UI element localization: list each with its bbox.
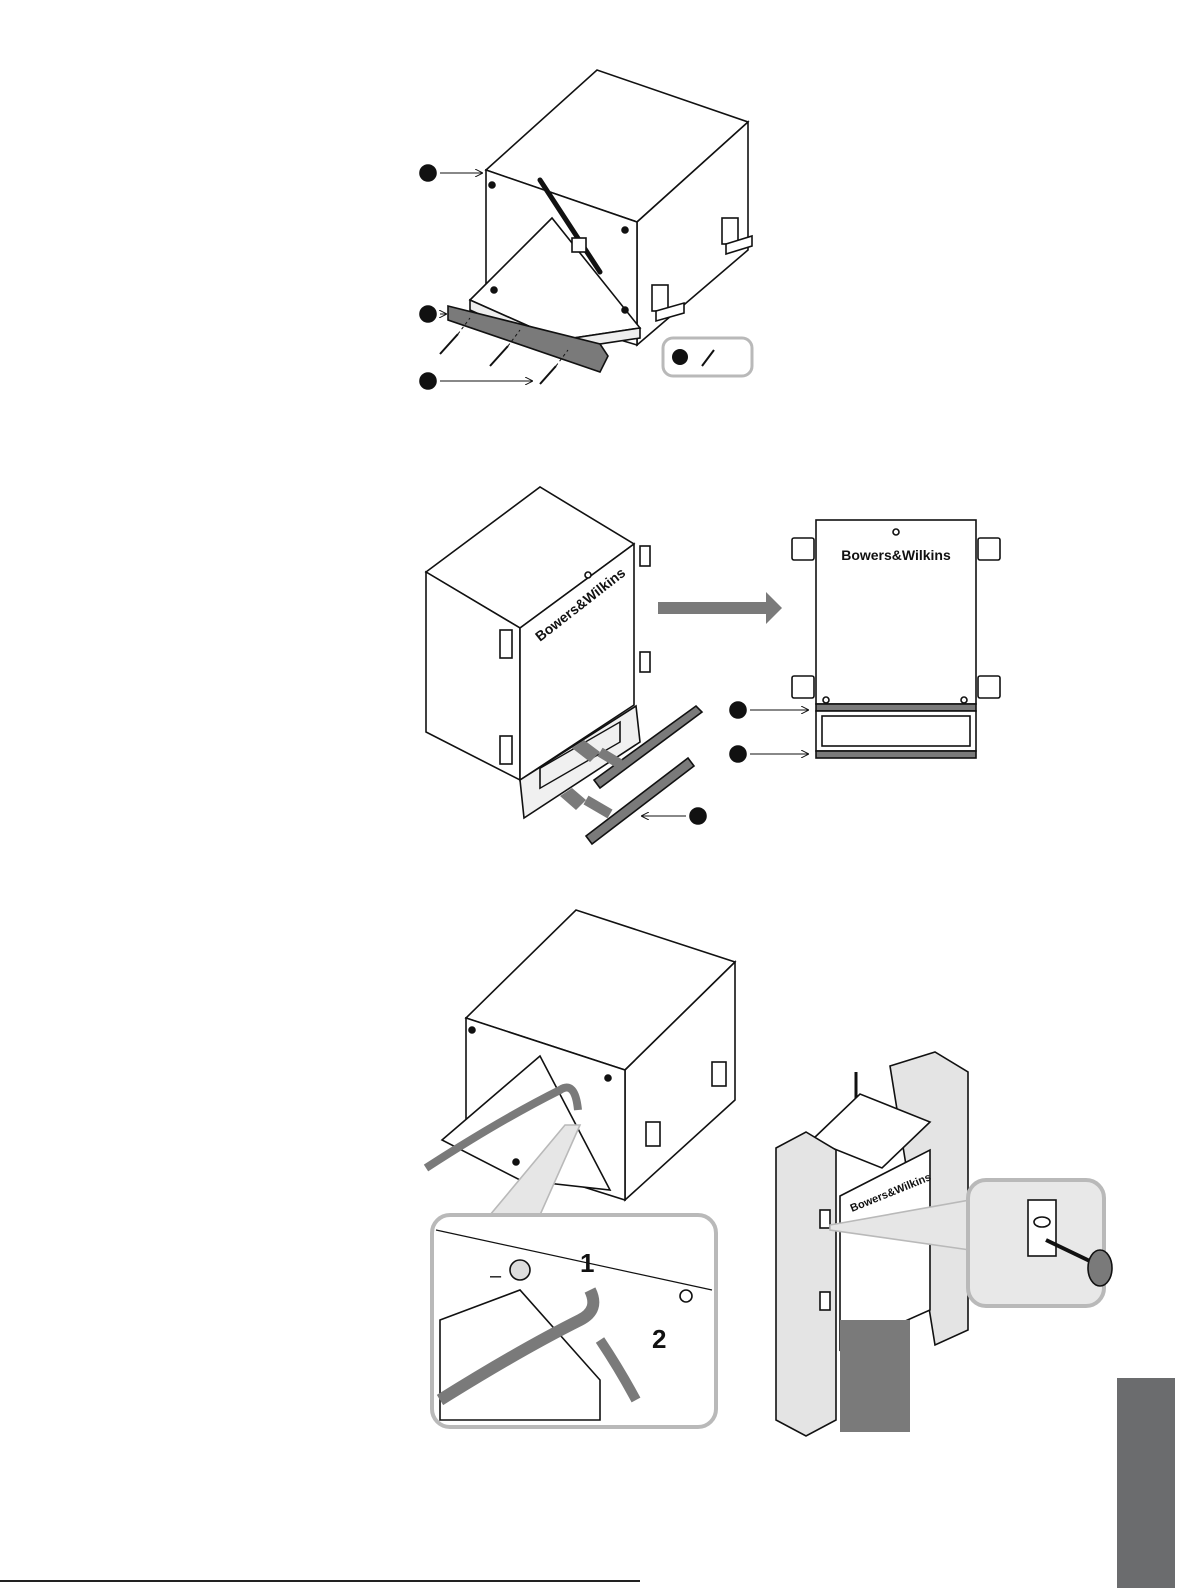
terminal-polarity-label: –	[490, 1265, 502, 1287]
rod-bracket	[572, 238, 586, 252]
figure-3-cable-connection: – 1 2 Bowers&Wilkins	[426, 910, 1112, 1436]
stud-left	[776, 1132, 836, 1436]
brand-logo-front: Bowers&Wilkins	[841, 547, 951, 563]
transition-arrow-shaft	[658, 602, 766, 614]
side-tab	[1117, 1378, 1175, 1588]
terminal-connector	[510, 1260, 530, 1280]
front-screw-right	[961, 697, 967, 703]
screwdriver-handle	[1088, 1250, 1112, 1286]
figure-2-trim-insertion: Bowers&Wilkins Bowers&Wilkins	[426, 487, 1000, 844]
screw-hole	[585, 572, 591, 578]
callout-marker-upper-trim	[730, 702, 746, 718]
callout-marker-strip	[690, 808, 706, 824]
mounted-grille	[840, 1320, 910, 1432]
stud-bracket-upper	[820, 1210, 830, 1228]
callout-marker-enclosure	[420, 165, 436, 181]
front-trim-frame	[816, 711, 976, 751]
detail-bracket	[1028, 1200, 1056, 1256]
callout-marker-trim	[420, 306, 436, 322]
transition-arrow-head	[766, 592, 782, 624]
figure-1-enclosure-trim-attachment	[420, 70, 752, 389]
stud-bracket-lower	[820, 1292, 830, 1310]
bottom-rule	[0, 1580, 640, 1582]
front-screw-top	[893, 529, 899, 535]
callout-marker-screw	[420, 373, 436, 389]
step-2-label: 2	[652, 1324, 666, 1354]
terminal-post-icon	[680, 1290, 692, 1302]
detail-slot-icon	[1034, 1217, 1050, 1227]
front-screw-left	[823, 697, 829, 703]
legend-marker	[672, 349, 688, 365]
trim-strip-lower	[586, 758, 694, 844]
front-trim-bottom	[816, 751, 976, 758]
step-1-label: 1	[580, 1248, 594, 1278]
callout-marker-lower-trim	[730, 746, 746, 762]
front-trim-top	[816, 704, 976, 711]
